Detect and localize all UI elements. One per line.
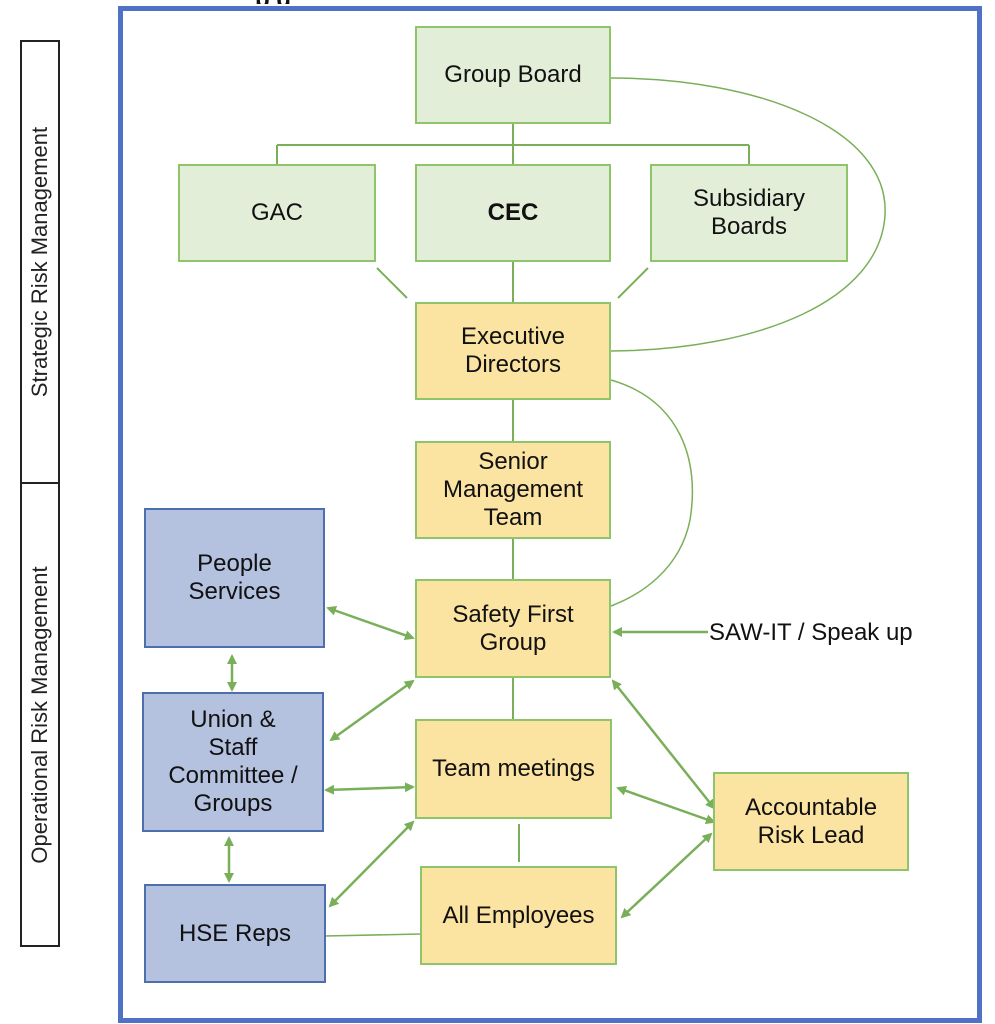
node-gac: GAC — [178, 164, 376, 262]
link-subsidiary-exec — [617, 267, 649, 299]
node-senior-management-team: Senior Management Team — [415, 441, 611, 539]
operational-risk-band: Operational Risk Management — [20, 482, 60, 947]
node-people-services: People Services — [144, 508, 325, 648]
curve-board-exec — [610, 77, 886, 352]
node-safety-first-group: Safety First Group — [415, 579, 611, 678]
saw-it-label: SAW-IT / Speak up — [709, 619, 913, 646]
arrow-team-arl — [616, 785, 716, 825]
node-all-employees: All Employees — [420, 866, 617, 965]
node-union-staff: Union & Staff Committee / Groups — [142, 692, 324, 832]
arrow-people-sfg — [326, 605, 415, 641]
page-title-fragment: p g — [255, 0, 675, 4]
diagram-frame — [118, 6, 982, 1023]
curve-exec-sfg — [610, 379, 694, 607]
node-executive-directors: Executive Directors — [415, 302, 611, 400]
node-accountable-risk-lead: Accountable Risk Lead — [713, 772, 909, 871]
node-subsidiary-boards: Subsidiary Boards — [650, 164, 848, 262]
node-team-meetings: Team meetings — [415, 719, 612, 819]
arrow-employees-arl — [620, 832, 713, 919]
arrow-union-sfg — [329, 679, 415, 742]
link-gac-exec — [376, 267, 408, 299]
link-hse-employees — [324, 933, 422, 937]
node-group-board: Group Board — [415, 26, 611, 124]
node-cec: CEC — [415, 164, 611, 262]
arrow-hse-team — [328, 820, 415, 908]
arrow-sfg-arl — [611, 679, 716, 810]
arrow-union-team — [324, 782, 415, 795]
node-hse-reps: HSE Reps — [144, 884, 326, 983]
